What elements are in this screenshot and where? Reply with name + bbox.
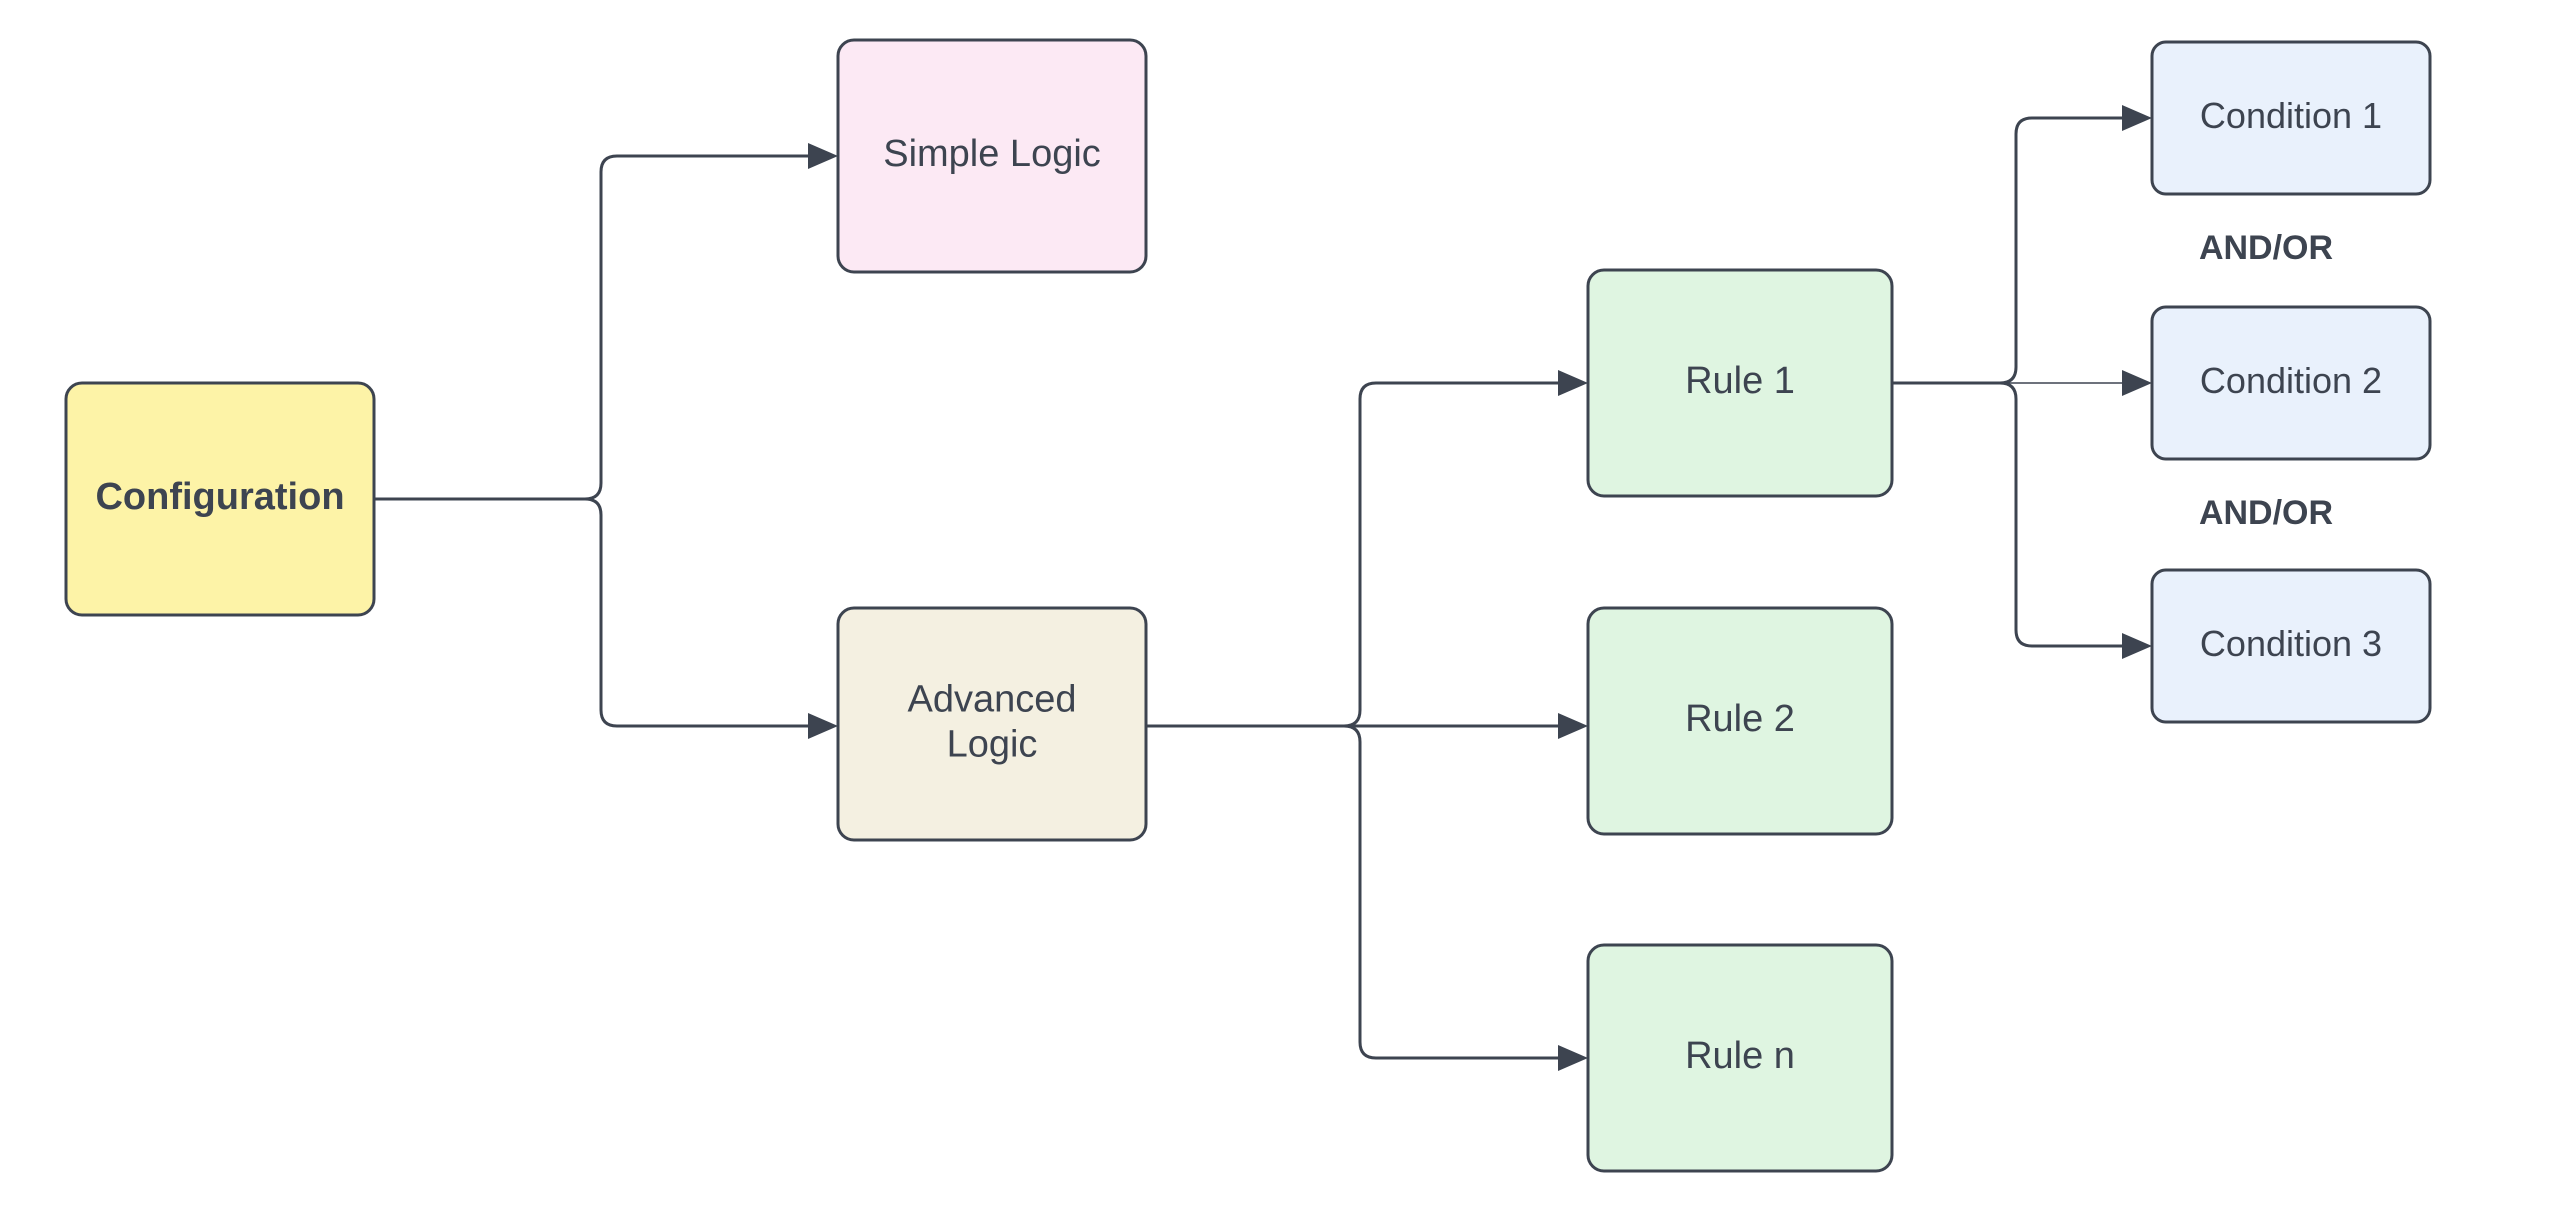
arrow-advanced-logic-icon xyxy=(808,713,838,739)
arrow-rule-2-icon xyxy=(1558,713,1588,739)
node-condition-2-label: Condition 2 xyxy=(2200,360,2382,401)
edge-advanced-logic-to-rule-1 xyxy=(1144,381,1562,728)
arrow-rule-n-icon xyxy=(1558,1045,1588,1071)
edge-advanced-logic-to-rule-n xyxy=(1144,724,1562,1060)
node-rule-2[interactable]: Rule 2 xyxy=(1586,606,1894,836)
node-rule-2-label: Rule 2 xyxy=(1685,698,1795,740)
edge-configuration-to-advanced-logic xyxy=(372,497,812,728)
edge-label-and-or-2: AND/OR xyxy=(2199,494,2333,532)
node-rule-1-label: Rule 1 xyxy=(1685,360,1795,402)
edge-rule-1-to-condition-1 xyxy=(1890,116,2126,385)
node-simple-logic[interactable]: Simple Logic xyxy=(836,38,1148,274)
edges-layer xyxy=(372,116,2126,1060)
node-rule-n-shape xyxy=(1586,943,1894,1173)
node-condition-3-shape xyxy=(2150,568,2432,724)
node-configuration-shape xyxy=(64,381,376,617)
edge-label-and-or-1: AND/OR xyxy=(2199,229,2333,267)
arrow-condition-3-icon xyxy=(2122,633,2152,659)
node-rule-1-shape xyxy=(1586,268,1894,498)
node-condition-1[interactable]: Condition 1 xyxy=(2150,40,2432,196)
node-rule-n[interactable]: Rule n xyxy=(1586,943,1894,1173)
node-rule-2-shape xyxy=(1586,606,1894,836)
arrow-rule-1-icon xyxy=(1558,370,1588,396)
node-advanced-logic-shape xyxy=(836,606,1148,842)
edge-rule-1-to-condition-3 xyxy=(1890,381,2126,648)
node-simple-logic-label: Simple Logic xyxy=(883,133,1101,175)
arrow-heads-layer xyxy=(808,105,2152,1071)
edge-labels-layer: AND/OR AND/OR xyxy=(2199,229,2333,532)
node-condition-1-shape xyxy=(2150,40,2432,196)
node-condition-2[interactable]: Condition 2 xyxy=(2150,305,2432,461)
arrow-condition-1-icon xyxy=(2122,105,2152,131)
arrow-simple-logic-icon xyxy=(808,143,838,169)
edge-configuration-to-simple-logic xyxy=(372,154,812,501)
node-configuration[interactable]: Configuration xyxy=(64,381,376,617)
node-condition-3-label: Condition 3 xyxy=(2200,623,2382,664)
node-configuration-label: Configuration xyxy=(95,476,344,518)
arrow-condition-2-icon xyxy=(2122,370,2152,396)
node-simple-logic-shape xyxy=(836,38,1148,274)
node-condition-2-shape xyxy=(2150,305,2432,461)
node-condition-3[interactable]: Condition 3 xyxy=(2150,568,2432,724)
node-condition-1-label: Condition 1 xyxy=(2200,95,2382,136)
node-rule-1[interactable]: Rule 1 xyxy=(1586,268,1894,498)
node-rule-n-label: Rule n xyxy=(1685,1035,1795,1077)
